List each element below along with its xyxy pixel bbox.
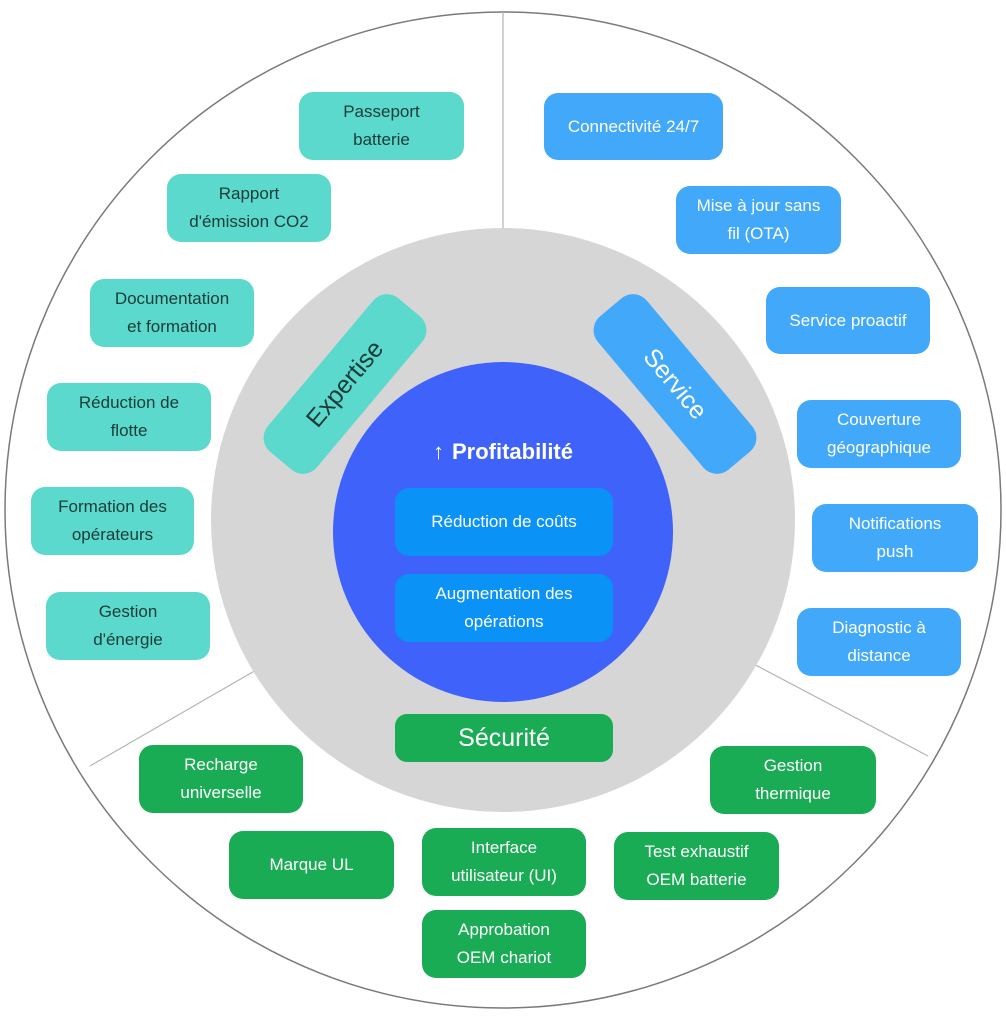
item-line: Rapport [218, 184, 280, 203]
core-item-line: Réduction de coûts [431, 512, 577, 531]
item-line: OEM chariot [456, 948, 552, 967]
item-line: batterie [353, 130, 410, 149]
core-item-line: Augmentation des [435, 584, 573, 603]
item-line: et formation [127, 317, 217, 336]
service-item: Diagnostic à distance [797, 608, 961, 676]
item-line: Test exhaustif [644, 842, 749, 861]
item-line: distance [847, 646, 911, 665]
expertise-item: Passeport batterie [299, 92, 464, 160]
item-line: Gestion [763, 756, 823, 775]
securite-item: Gestion thermique [710, 746, 876, 814]
item-line: OEM batterie [646, 870, 747, 889]
expertise-item: Formation des opérateurs [31, 487, 194, 555]
core-item: Augmentation des opérations [395, 574, 613, 642]
item-line: Marque UL [269, 855, 354, 874]
sector-label-securite: Sécurité [395, 714, 613, 762]
profitability-label: Profitabilité [451, 439, 573, 464]
item-line: Gestion [98, 602, 158, 621]
item-line: d'énergie [93, 630, 163, 649]
service-item: Connectivité 24/7 [544, 93, 723, 160]
expertise-item: Réduction de flotte [47, 383, 211, 451]
item-line: d'émission CO2 [189, 212, 309, 231]
item-line: thermique [755, 784, 831, 803]
securite-item: Marque UL [229, 831, 394, 899]
item-line: Documentation [114, 289, 230, 308]
core-item-line: opérations [464, 612, 544, 631]
service-item: Service proactif [766, 287, 930, 354]
service-item: Notifications push [812, 504, 978, 572]
item-line: Interface [470, 838, 538, 857]
securite-item: Interface utilisateur (UI) [422, 828, 586, 896]
profitability-title: ↑ Profitabilité [333, 430, 673, 474]
core-item: Réduction de coûts [395, 488, 613, 556]
item-line: opérateurs [71, 525, 154, 544]
item-line: fil (OTA) [727, 224, 790, 243]
item-line: Couverture [836, 410, 922, 429]
item-line: Approbation [458, 920, 550, 939]
item-line: géographique [827, 438, 931, 457]
item-line: Connectivité 24/7 [567, 116, 700, 136]
expertise-item: Documentation et formation [90, 279, 254, 347]
item-line: utilisateur (UI) [451, 866, 557, 885]
item-line: Service proactif [789, 310, 907, 330]
item-line: Notifications [848, 514, 942, 533]
item-line: flotte [110, 421, 148, 440]
item-line: Mise à jour sans [696, 196, 821, 215]
sector-label-text: Sécurité [458, 723, 550, 752]
item-line: push [876, 542, 914, 561]
item-line: Passeport [343, 102, 420, 121]
expertise-item: Gestion d'énergie [46, 592, 210, 660]
arrow-up-icon: ↑ [432, 439, 444, 464]
item-line: Réduction de [78, 393, 180, 412]
item-line: Recharge [184, 755, 258, 774]
service-item: Couverture géographique [797, 400, 961, 468]
item-line: Diagnostic à [832, 618, 926, 637]
item-line: Formation des [58, 497, 167, 516]
expertise-item: Rapport d'émission CO2 [167, 174, 331, 242]
securite-item: Recharge universelle [139, 745, 303, 813]
service-item: Mise à jour sans fil (OTA) [676, 186, 841, 254]
item-line: universelle [180, 783, 262, 802]
